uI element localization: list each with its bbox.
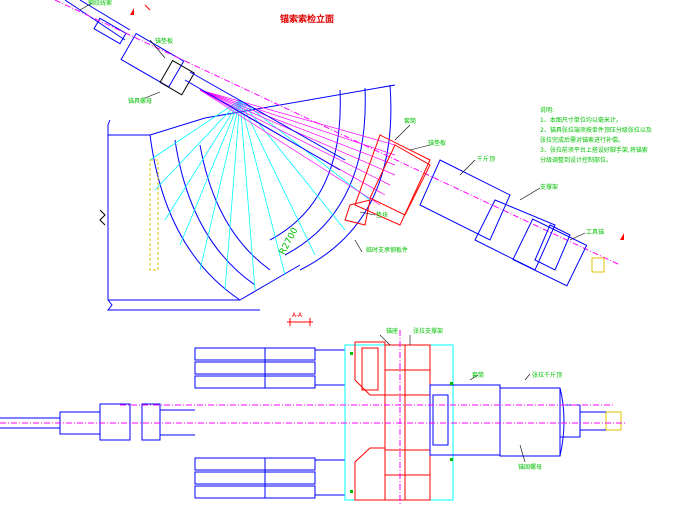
notes-item: 2、锚具张拉端须按单件顶压分级张拉以及 (540, 127, 652, 134)
notes-item: 1、本图尺寸单位均以毫米计。 (540, 117, 622, 124)
embedded-plate (149, 159, 159, 271)
plan-label-seat: 锚座 (386, 328, 399, 335)
plan-anchor-block (354, 341, 431, 501)
plan-view (0, 318, 625, 505)
curved-anchor-outer-arc (299, 84, 392, 271)
plan-label-sleeve: 套筒 (472, 372, 485, 379)
notes-item: 张拉完成后需对锚索进行补偿。 (540, 137, 625, 144)
anchor-body-frame (106, 119, 260, 311)
anchor-head (344, 134, 431, 226)
label-bracket: 临时支承钢板件 (366, 247, 409, 254)
notes-heading: 说明: (540, 107, 555, 114)
elevation-view (54, 0, 624, 311)
drawing-title: 锚索索检立面 (280, 15, 335, 25)
plan-label-nut: 锚固螺母 (518, 464, 543, 471)
label-anchor-nut: 锚具螺母 (128, 98, 153, 105)
label-anchor-plate: 锚垫板 (428, 140, 447, 147)
notes-item: 3、张拉前须平台上搭设好脚手架,将锚索 (540, 147, 648, 154)
label-tail: 工具锚 (586, 229, 605, 236)
notes-block: 说明: 1、本图尺寸单位均以毫米计。 2、锚具张拉端须按单件顶压分级张拉以及 张… (540, 106, 670, 166)
label-sleeve: 锚垫板 (155, 38, 174, 45)
incoming-tendon (64, 0, 346, 171)
plan-jack (499, 387, 561, 457)
plan-upper-strands (194, 347, 345, 389)
jack-assembly (419, 159, 588, 287)
tail-anchor (591, 257, 605, 273)
label-sleeve-right: 套筒 (404, 118, 417, 125)
section-flag-icon (130, 8, 134, 15)
label-support: 支撑架 (540, 184, 559, 191)
notes-item: 分级调整到设计控制部位。 (540, 157, 613, 164)
label-wedge: 垫块 (376, 212, 389, 219)
plan-label-jack: 张拉千斤顶 (532, 372, 563, 379)
label-strand: 钢绞线索 (88, 0, 113, 7)
plan-lower-strands (194, 457, 345, 499)
section-marker-icon (287, 318, 313, 326)
centerline (54, 0, 621, 266)
section-marker-label: A-A (292, 312, 303, 319)
plan-tail (605, 411, 622, 431)
label-jack: 千斤顶 (477, 156, 496, 163)
plan-label-support: 张拉支撑架 (413, 328, 444, 335)
